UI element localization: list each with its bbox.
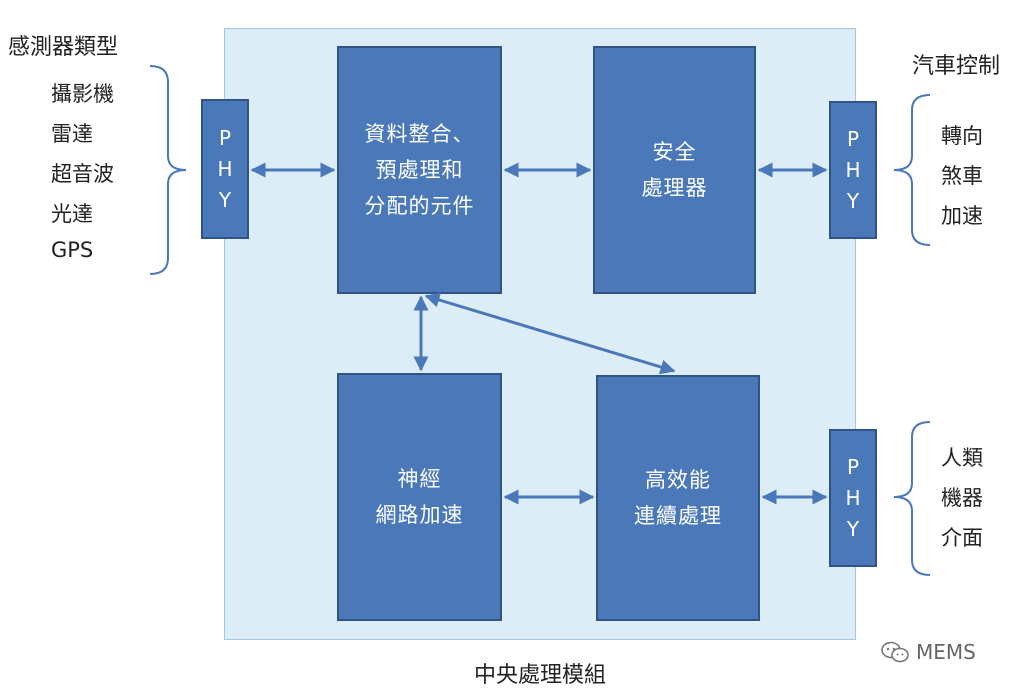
hmi-bracket [893, 421, 931, 576]
phy-block-control-side: P H Y [829, 101, 877, 239]
sensor-gps: GPS [51, 238, 94, 262]
sensor-camera: 攝影機 [51, 82, 114, 106]
phy-letter-p: P [846, 454, 860, 479]
watermark: MEMS [880, 640, 976, 664]
phy-letter-p: P [218, 125, 232, 150]
data-fusion-block: 資料整合、 預處理和 分配的元件 [337, 46, 502, 294]
sensor-lidar: 光達 [51, 202, 93, 226]
watermark-text: MEMS [916, 640, 976, 664]
sensors-title: 感測器類型 [8, 35, 119, 60]
neural-line-2: 網路加速 [375, 503, 464, 527]
control-steering: 轉向 [941, 124, 983, 148]
high-performance-block: 高效能 連續處理 [596, 375, 760, 621]
hpc-line-2: 連續處理 [634, 504, 722, 528]
phy-letter-p: P [846, 126, 860, 151]
neural-line-1: 神經 [397, 467, 442, 491]
phy-letter-h: H [217, 156, 233, 181]
hmi-interface: 介面 [941, 526, 983, 550]
vehicle-control-title: 汽車控制 [912, 54, 1001, 79]
safety-line-1: 安全 [652, 140, 697, 164]
safety-processor-block: 安全 處理器 [593, 46, 756, 294]
chat-bubble-icon [881, 641, 909, 663]
neural-network-block: 神經 網路加速 [337, 373, 502, 621]
hmi-human: 人類 [941, 446, 983, 470]
control-bracket [893, 94, 931, 246]
data-fusion-line-3: 分配的元件 [364, 194, 475, 218]
control-acceleration: 加速 [941, 204, 983, 228]
hpc-line-1: 高效能 [645, 468, 711, 492]
phy-letter-y: Y [218, 187, 232, 212]
safety-line-2: 處理器 [641, 176, 708, 200]
phy-block-hmi-side: P H Y [829, 429, 877, 567]
control-braking: 煞車 [941, 164, 983, 188]
module-caption: 中央處理模組 [474, 663, 607, 688]
sensor-bracket [149, 65, 187, 275]
sensor-radar: 雷達 [51, 122, 93, 146]
phy-letter-y: Y [846, 188, 860, 213]
phy-block-sensor-side: P H Y [201, 99, 249, 239]
hmi-machine: 機器 [941, 486, 983, 510]
phy-letter-y: Y [846, 516, 860, 541]
data-fusion-line-1: 資料整合、 [364, 122, 475, 146]
phy-letter-h: H [845, 485, 861, 510]
sensor-ultrasonic: 超音波 [51, 162, 114, 186]
central-processing-module [224, 28, 856, 640]
data-fusion-line-2: 預處理和 [375, 158, 464, 182]
phy-letter-h: H [845, 157, 861, 182]
